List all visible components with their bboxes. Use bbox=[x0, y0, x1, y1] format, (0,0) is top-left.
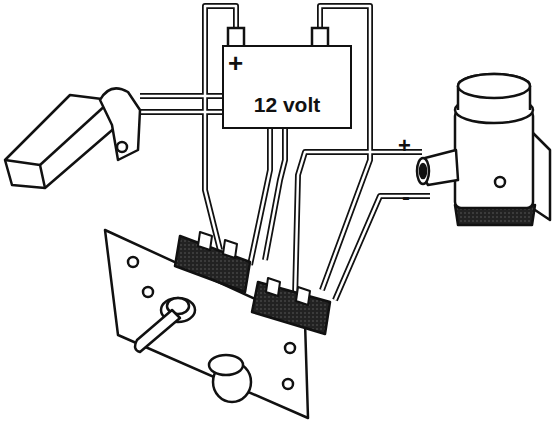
polarity-sign: - bbox=[402, 185, 410, 209]
terminal-sign: + bbox=[228, 50, 243, 76]
float-switch bbox=[5, 88, 140, 188]
wires bbox=[120, 6, 430, 300]
battery-label: 12 volt bbox=[248, 93, 327, 127]
bilge-pump bbox=[417, 74, 550, 225]
switch-panel bbox=[105, 230, 330, 418]
polarity-sign: + bbox=[398, 135, 411, 157]
